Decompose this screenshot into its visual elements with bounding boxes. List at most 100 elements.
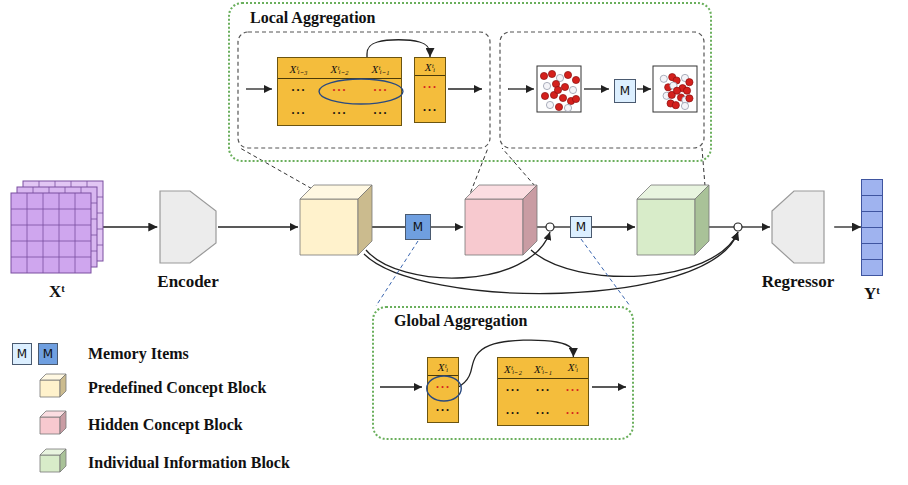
column-header: Xᵗᵢ (415, 58, 445, 76)
drawing-part (702, 148, 705, 186)
table-cell: ··· (360, 79, 401, 102)
scatter-point (548, 70, 555, 77)
scatter-point (572, 76, 579, 83)
scatter-point (683, 87, 690, 94)
drawing-part (372, 226, 405, 227)
legend-memory-item: M (38, 343, 58, 365)
drawing-part (502, 148, 535, 186)
table-cell: ··· (528, 379, 558, 402)
scatter-frame (537, 66, 697, 112)
concept-cube (40, 449, 66, 472)
drawing-part (709, 226, 734, 227)
cubes (40, 185, 709, 472)
encoder-block-drawing (160, 191, 216, 263)
drawing-part (537, 66, 581, 112)
drawing-part (43, 193, 44, 273)
block-label: Yᵗ (864, 284, 880, 304)
memory-label: M (620, 84, 630, 98)
scatter-point (559, 94, 566, 101)
vector-cell (862, 196, 883, 212)
feature-table: Xᵗᵢ······ (427, 357, 459, 423)
column-header: Xᵗᵢ (428, 358, 458, 376)
table-cell: ··· (428, 399, 458, 422)
drawing-part (27, 193, 28, 273)
drawing-part (40, 417, 60, 434)
scatter-point (686, 95, 693, 102)
drawing-part (431, 226, 463, 227)
drawing-part (11, 209, 91, 210)
drawing-part (40, 455, 60, 472)
panel-title: Local Aggregation (250, 9, 375, 27)
column-header: Xᵗᵢ (558, 358, 588, 379)
scatter-point (546, 101, 553, 108)
memory-label: M (17, 347, 27, 361)
column-header: Xᵗᵢ₋₃ (278, 58, 319, 79)
drawing-part (376, 241, 418, 306)
memory-label: M (576, 220, 586, 234)
drawing-part (448, 88, 482, 89)
local-aggregation-panel: Local AggregationXᵗᵢ₋₃Xᵗᵢ₋₂Xᵗᵢ₋₁········… (228, 2, 712, 162)
drawing-part (59, 193, 60, 273)
drawing-part (218, 226, 298, 227)
drawing-part (465, 199, 523, 255)
drawing-part (60, 374, 66, 397)
table-cell: ··· (319, 79, 360, 102)
legend-label: Predefined Concept Block (88, 379, 266, 397)
column-header: Xᵗᵢ₋₂ (498, 358, 528, 379)
drawing-part (581, 239, 630, 306)
zoom-line (240, 148, 705, 199)
table-cell: ··· (498, 402, 528, 425)
scatter-point (673, 87, 680, 94)
flow-arrow (218, 89, 770, 387)
scatter-point (564, 71, 571, 78)
column-header: Xᵗᵢ₋₁ (360, 58, 401, 79)
scatter-point (564, 104, 571, 111)
drawing-part (554, 226, 570, 227)
drawing-part (742, 226, 770, 227)
table-cell: ··· (498, 379, 528, 402)
table-cell: ··· (415, 99, 445, 122)
scatter-point (561, 83, 568, 90)
drawing-part (238, 32, 490, 148)
drawing-part (11, 193, 91, 273)
scatter-point (543, 82, 550, 89)
drawing-part (75, 193, 76, 273)
concept-cube (300, 185, 372, 255)
drawing-part (537, 226, 546, 227)
inner-dashed-box (238, 32, 704, 148)
highlight-ring (278, 58, 279, 59)
legend-label: Individual Information Block (88, 454, 290, 472)
memory-item: M (405, 214, 431, 240)
legend-label: Hidden Concept Block (88, 416, 243, 434)
block-label: Encoder (157, 272, 218, 292)
drawing-part (358, 185, 372, 255)
drawing-part (695, 185, 709, 255)
scatter-point (541, 92, 548, 99)
highlight-ring (427, 376, 462, 401)
table-cell: ··· (528, 402, 558, 425)
drawing-part (60, 449, 66, 472)
memory-item: M (614, 79, 636, 103)
regressor-block: Regressor (762, 191, 834, 292)
drawing-part (40, 380, 60, 397)
scatter-point (672, 102, 679, 109)
output-vector-drawing (861, 179, 883, 275)
table-cell: ··· (428, 376, 458, 399)
table-cell: ··· (415, 76, 445, 99)
column-header: Xᵗᵢ₋₁ (528, 358, 558, 379)
drawing-part (11, 225, 91, 226)
encoder-block: Encoder (157, 191, 218, 292)
drawing-part (546, 223, 554, 231)
table-cell: ··· (558, 402, 588, 425)
vector-cell (862, 180, 883, 196)
memory-label: M (43, 347, 53, 361)
grid-layer (11, 193, 91, 273)
table-cell: ··· (319, 102, 360, 125)
feature-table: Xᵗᵢ······ (414, 57, 446, 123)
drawing-part (584, 88, 609, 89)
connector-arrow (367, 40, 430, 57)
scatter-point (572, 95, 579, 102)
regressor-block-drawing (772, 191, 824, 263)
drawing-part (11, 257, 91, 258)
drawing-part (637, 88, 651, 89)
